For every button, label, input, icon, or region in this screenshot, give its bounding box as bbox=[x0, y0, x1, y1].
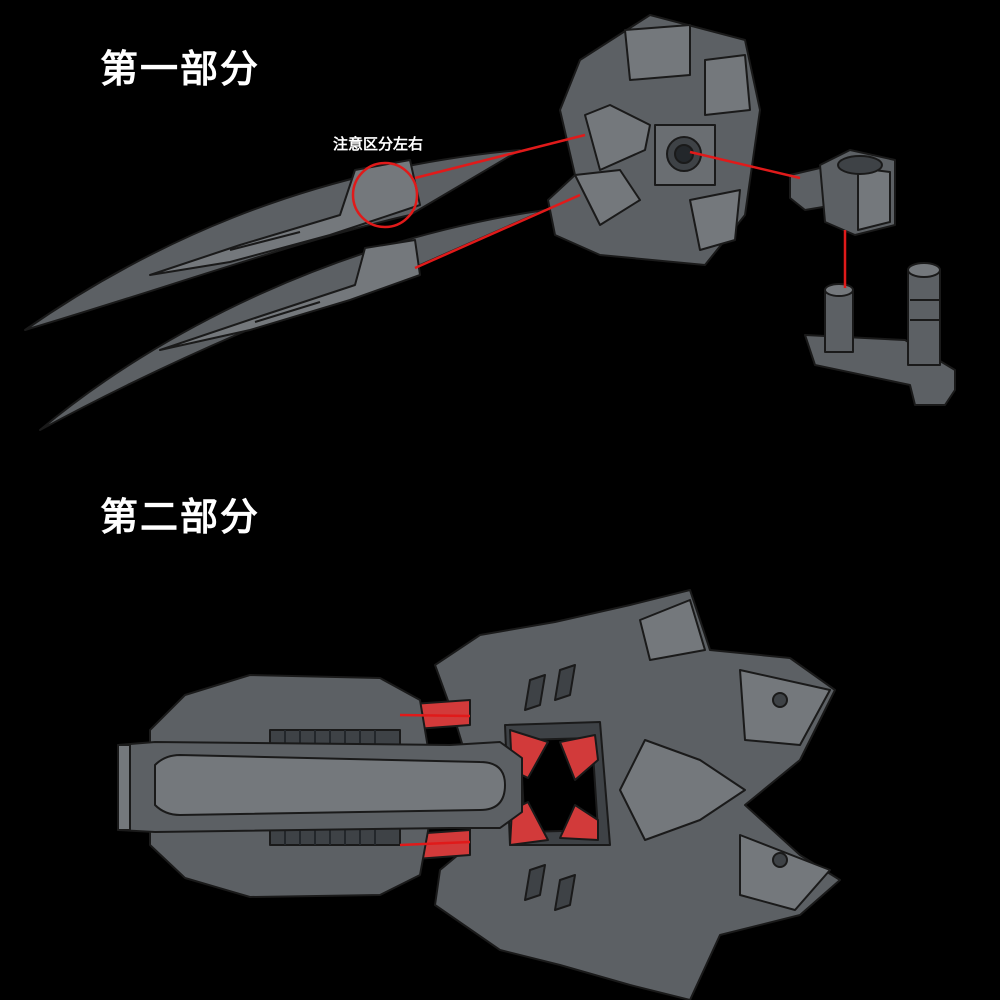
assembly-lines-part1 bbox=[414, 133, 847, 288]
part2-title: 第二部分 bbox=[100, 495, 261, 539]
backpack-assembly bbox=[117, 589, 841, 1000]
part1-title: 第一部分 bbox=[100, 47, 261, 91]
display-base-pegs bbox=[804, 262, 956, 406]
left-right-callout-circle bbox=[351, 161, 419, 229]
claw-hand-block bbox=[547, 14, 761, 266]
joint-connector bbox=[789, 149, 896, 236]
assembly-lines-part2 bbox=[399, 713, 471, 847]
part1-note: 注意区分左右 bbox=[333, 135, 424, 153]
